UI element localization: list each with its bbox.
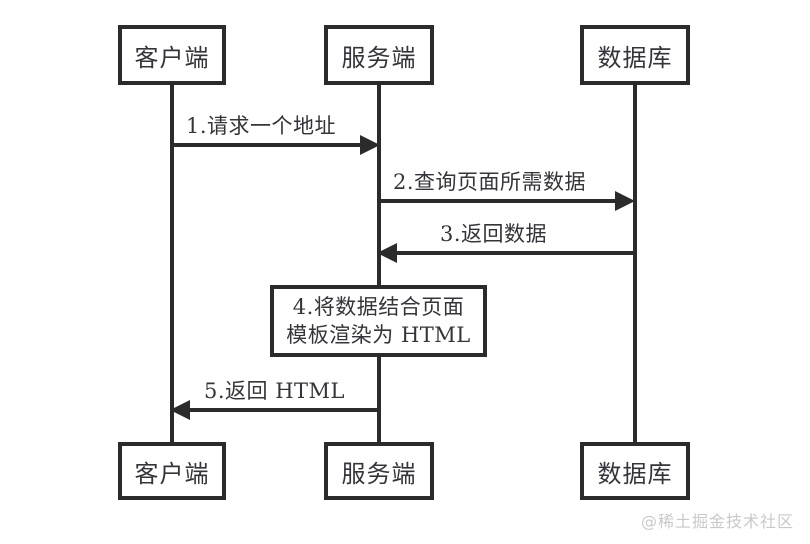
participant-box-client-bottom[interactable]: 客户端 xyxy=(118,442,226,500)
action-box-line-2: 模板渲染为 HTML xyxy=(286,323,471,347)
message-arrowhead-2 xyxy=(615,191,635,211)
participant-label-client-bottom: 客户端 xyxy=(134,459,210,488)
action-box-line-1: 4.将数据结合页面 xyxy=(292,294,465,319)
participant-label-database-top: 数据库 xyxy=(597,43,673,72)
participant-label-server-bottom: 服务端 xyxy=(341,459,417,488)
participant-box-database-bottom[interactable]: 数据库 xyxy=(580,442,690,500)
message-label-2: 2.查询页面所需数据 xyxy=(393,170,587,194)
lifeline-client xyxy=(170,84,174,444)
lifeline-server xyxy=(377,84,381,444)
participant-label-server-top: 服务端 xyxy=(341,43,417,72)
message-arrowhead-1 xyxy=(360,135,380,155)
message-label-5: 5.返回 HTML xyxy=(204,379,345,403)
participant-box-server-top[interactable]: 服务端 xyxy=(324,25,434,85)
message-label-1: 1.请求一个地址 xyxy=(186,114,337,138)
watermark: @稀土掘金技术社区 xyxy=(640,512,794,531)
action-box-render-html[interactable]: 4.将数据结合页面 模板渲染为 HTML xyxy=(270,285,487,357)
message-arrowhead-3 xyxy=(377,243,397,263)
participant-box-server-bottom[interactable]: 服务端 xyxy=(324,442,434,500)
message-line-1 xyxy=(172,143,362,147)
participant-label-client-top: 客户端 xyxy=(134,43,210,72)
message-label-3: 3.返回数据 xyxy=(440,222,548,246)
message-line-5 xyxy=(188,408,379,412)
message-line-2 xyxy=(379,199,617,203)
participant-label-database-bottom: 数据库 xyxy=(597,459,673,488)
message-line-3 xyxy=(395,251,637,255)
message-arrowhead-5 xyxy=(170,400,190,420)
participant-box-client-top[interactable]: 客户端 xyxy=(118,25,226,85)
lifeline-database xyxy=(633,84,637,444)
participant-box-database-top[interactable]: 数据库 xyxy=(580,25,690,85)
